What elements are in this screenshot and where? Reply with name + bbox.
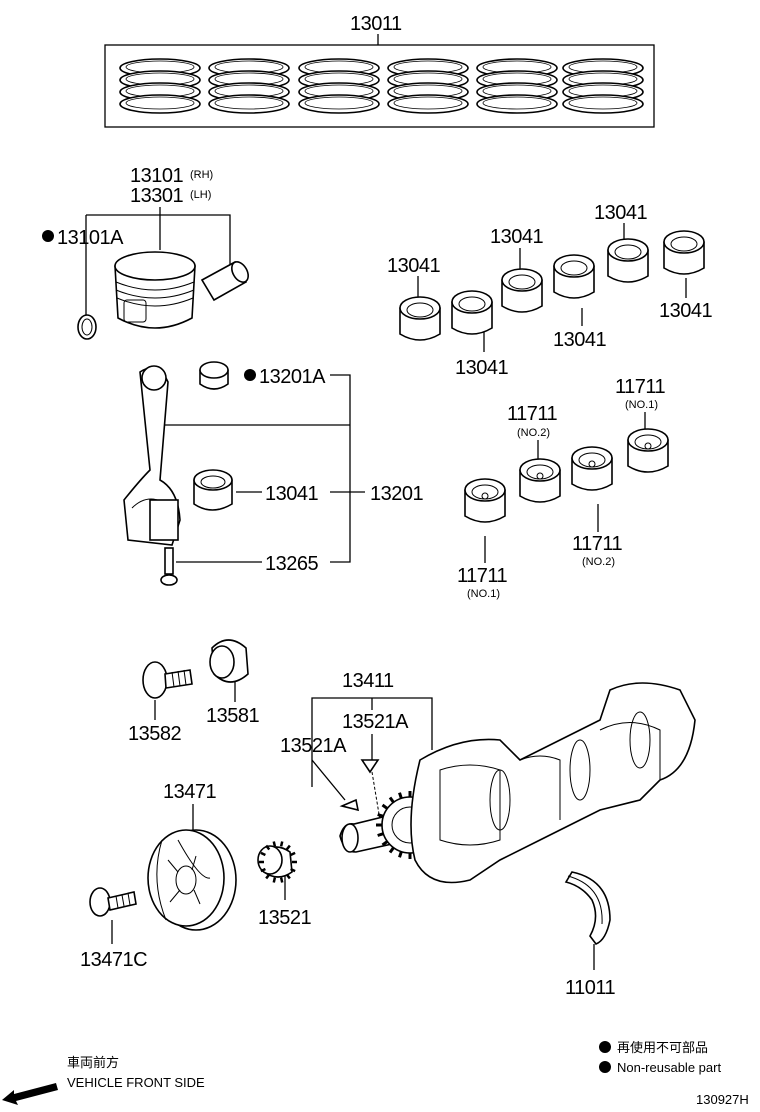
piston-ring-stack <box>387 58 469 114</box>
piston-ring-set[interactable]: 13011 <box>104 13 655 128</box>
rod-bearing-13041 <box>193 469 233 511</box>
non-reusable-marker-13101A <box>42 230 54 242</box>
rod-bearing-shell <box>607 238 649 283</box>
label-13521A-r: 13521A <box>342 711 409 733</box>
legend: 再使用不可部品 Non-reusable part <box>599 1040 721 1075</box>
crank-bolt-13582[interactable]: 13582 <box>128 661 193 745</box>
rod-bolt-13265 <box>160 547 178 586</box>
rod-bearing-group[interactable]: 13041 13041 13041 13041 13041 13041 <box>387 202 713 379</box>
diagram-id: 130927H <box>696 1092 749 1107</box>
label-13041-f: 13041 <box>455 357 508 379</box>
label-13471: 13471 <box>163 781 216 803</box>
thrust-washer-11011[interactable]: 11011 <box>564 871 616 999</box>
label-13101: 13101 <box>130 165 183 187</box>
label-11711-a-sub: (NO.1) <box>625 399 658 411</box>
label-11711-c-sub: (NO.2) <box>582 556 615 568</box>
label-13101-sub: (RH) <box>190 169 213 181</box>
direction-en: VEHICLE FRONT SIDE <box>67 1075 205 1090</box>
piston-assembly[interactable]: 13101 (RH) 13301 (LH) 13101A <box>42 165 252 340</box>
label-11711-b: 11711 <box>507 403 558 425</box>
label-11711-b-sub: (NO.2) <box>517 427 550 439</box>
label-11711-d: 11711 <box>457 565 508 587</box>
legend-en: Non-reusable part <box>617 1060 721 1075</box>
legend-marker-icon <box>599 1041 611 1053</box>
label-13041-b: 13041 <box>490 226 543 248</box>
pulley-bolt-13471C[interactable]: 13471C <box>80 887 148 971</box>
crank-pulley-13471[interactable]: 13471 <box>147 781 237 931</box>
key-13521A-b <box>339 798 360 812</box>
rod-bearing-shell <box>663 230 705 275</box>
key-13521A-a <box>360 759 380 774</box>
label-13581: 13581 <box>206 705 259 727</box>
label-13041-e: 13041 <box>553 329 606 351</box>
rod-cap <box>149 499 179 541</box>
crankshaft-13411[interactable]: 13411 13521A 13521A <box>280 670 696 884</box>
label-13041-d: 13041 <box>659 300 712 322</box>
piston-ring-stack <box>208 58 290 114</box>
label-13301: 13301 <box>130 185 183 207</box>
label-13041-rod: 13041 <box>265 483 318 505</box>
piston-ring-stack <box>119 58 201 114</box>
direction-jp: 車両前方 <box>67 1055 119 1070</box>
non-reusable-marker-13201A <box>244 369 256 381</box>
piston-ring-stack <box>476 58 558 114</box>
main-bearing-shell <box>519 458 561 503</box>
rod-bearing-shell <box>553 254 595 299</box>
label-13471C: 13471C <box>80 949 147 971</box>
label-13301-sub: (LH) <box>190 189 211 201</box>
front-arrow-icon <box>2 1083 58 1105</box>
main-bearing-group[interactable]: 11711 (NO.2) 11711 (NO.1) 11711 (NO.2) 1… <box>457 376 669 600</box>
main-bearing-shell <box>464 478 506 523</box>
label-13521A-l: 13521A <box>280 735 347 757</box>
label-13201: 13201 <box>370 483 423 505</box>
connecting-rod-assembly[interactable]: 13201A 13201 13041 13265 <box>123 361 424 586</box>
vehicle-direction: 車両前方 VEHICLE FRONT SIDE <box>2 1055 205 1105</box>
label-13011: 13011 <box>350 13 402 35</box>
plate-13581[interactable]: 13581 <box>206 639 260 727</box>
rod-bearing-shell <box>399 296 441 341</box>
main-bearing-shell <box>627 428 669 473</box>
label-13041-a: 13041 <box>387 255 440 277</box>
legend-jp: 再使用不可部品 <box>617 1040 708 1055</box>
label-11711-c: 11711 <box>572 533 623 555</box>
label-13265: 13265 <box>265 553 318 575</box>
label-11011: 11011 <box>565 977 616 999</box>
rod-bearing-shell <box>501 268 543 313</box>
label-13041-c: 13041 <box>594 202 647 224</box>
label-13101A: 13101A <box>57 227 124 249</box>
piston-ring-stack <box>562 58 644 114</box>
rod-bearing-shell <box>451 290 493 335</box>
crank-sprocket-13521[interactable]: 13521 <box>257 841 312 929</box>
label-13411: 13411 <box>342 670 394 692</box>
label-13521: 13521 <box>258 907 311 929</box>
main-bearing-shell <box>571 446 613 491</box>
legend-marker-icon <box>599 1061 611 1073</box>
label-13582: 13582 <box>128 723 181 745</box>
label-11711-d-sub: (NO.1) <box>467 588 500 600</box>
piston-ring-stack <box>298 58 380 114</box>
label-11711-a: 11711 <box>615 376 666 398</box>
label-13201A: 13201A <box>259 366 326 388</box>
